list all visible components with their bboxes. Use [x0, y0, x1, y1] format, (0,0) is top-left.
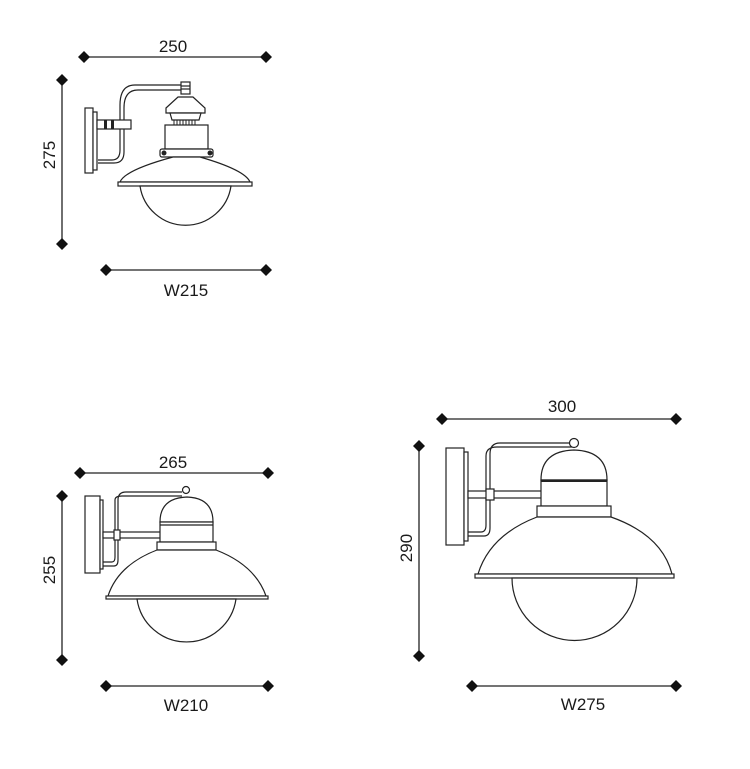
lamp-3-height-dimension-label: 290 — [397, 534, 416, 562]
lamp-2-bottom-dimension-label: W210 — [164, 696, 208, 715]
lamp-2-height-dimension: 255 — [40, 490, 68, 666]
lamp-1-bottom-dimension-label: W215 — [164, 281, 208, 300]
lamp-3-diagram: 300 290 W275 — [397, 397, 682, 714]
lamp-1-diagram: 250 275 W215 — [40, 37, 272, 300]
lamp-1-top-dimension-label: 250 — [159, 37, 187, 56]
lamp-3-bottom-dimension: W275 — [466, 680, 682, 714]
lamp-1-drawing — [84, 81, 253, 226]
lamp-3-bottom-dimension-label: W275 — [561, 695, 605, 714]
lamp-3-top-dimension: 300 — [436, 397, 682, 425]
lamp-2-bottom-dimension: W210 — [100, 680, 274, 715]
lamp-2-height-dimension-label: 255 — [40, 556, 59, 584]
lamp-3-top-dimension-label: 300 — [548, 397, 576, 416]
lamp-1-top-dimension: 250 — [78, 37, 272, 63]
lamp-1-height-dimension-label: 275 — [40, 141, 59, 169]
lamp-2-top-dimension: 265 — [74, 453, 274, 479]
lamp-2-drawing — [84, 485, 269, 643]
lamp-1-bottom-dimension: W215 — [100, 264, 272, 300]
lamp-2-top-dimension-label: 265 — [159, 453, 187, 472]
lamp-3-height-dimension: 290 — [397, 440, 425, 662]
lamp-3-drawing — [445, 437, 675, 642]
lamp-1-height-dimension: 275 — [40, 74, 68, 250]
lamp-2-diagram: 265 255 W210 — [40, 453, 274, 715]
